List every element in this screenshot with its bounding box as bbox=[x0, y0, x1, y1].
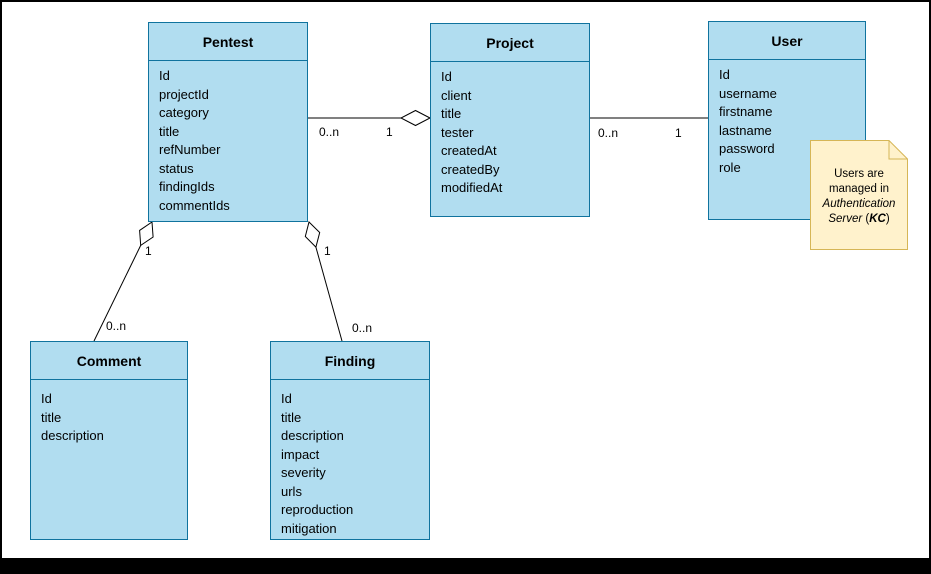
field-row: commentIds bbox=[159, 197, 230, 213]
multiplicity-pentest-project-target: 1 bbox=[386, 125, 393, 139]
multiplicity-project-user-source: 0..n bbox=[598, 126, 619, 140]
field-row: description bbox=[281, 428, 344, 443]
aggregation-diamond-comment-icon bbox=[139, 221, 154, 247]
entity-project: Project Id client title tester createdAt crea… bbox=[430, 23, 590, 217]
field-row: username bbox=[719, 85, 777, 101]
note-line: Authentication bbox=[822, 198, 896, 210]
field-row: Id bbox=[441, 69, 452, 84]
entity-user-title: User bbox=[709, 22, 865, 60]
note-shape-icon bbox=[810, 140, 908, 250]
field-row: Id bbox=[159, 68, 170, 83]
field-row: description bbox=[41, 428, 104, 443]
field-row: client bbox=[441, 87, 472, 103]
entity-finding-fields: Id title description impact severity urls repr… bbox=[271, 380, 429, 538]
field-row: title bbox=[281, 409, 302, 425]
field-row: urls bbox=[281, 483, 302, 499]
entity-user-fields: Id username firstname lastname password role bbox=[709, 60, 865, 177]
field-row: title bbox=[41, 409, 62, 425]
note-line: Users are bbox=[834, 168, 884, 180]
field-row: reproduction bbox=[281, 502, 354, 517]
entity-project-title: Project bbox=[431, 24, 589, 62]
field-row: password bbox=[719, 141, 775, 156]
field-row: Id bbox=[281, 391, 292, 406]
entity-finding: Finding Id title description impact severity… bbox=[270, 341, 430, 540]
field-row: findingIds bbox=[159, 179, 215, 194]
note-users-managed: Users are managed in Authentication Serv… bbox=[810, 140, 908, 250]
multiplicity-pentest-finding-child: 0..n bbox=[352, 321, 373, 335]
edge-pentest-finding bbox=[315, 246, 343, 342]
entity-pentest: Pentest Id projectId category title refNumbe… bbox=[148, 22, 308, 222]
field-row: Id bbox=[41, 391, 52, 406]
field-row: createdBy bbox=[441, 161, 500, 177]
note-line: Server (KC) bbox=[828, 213, 890, 225]
field-row: refNumber bbox=[159, 142, 221, 157]
aggregation-diamond-project-icon bbox=[399, 109, 432, 127]
entity-comment: Comment Id title description bbox=[30, 341, 188, 540]
field-row: tester bbox=[441, 124, 474, 140]
entity-pentest-title: Pentest bbox=[149, 23, 307, 61]
field-row: createdAt bbox=[441, 143, 497, 158]
edge-pentest-comment bbox=[93, 245, 142, 342]
field-row: role bbox=[719, 159, 741, 175]
field-row: category bbox=[159, 105, 209, 120]
multiplicity-pentest-comment-child: 0..n bbox=[106, 319, 127, 333]
note-line: managed in bbox=[828, 183, 890, 195]
field-row: mitigation bbox=[281, 520, 337, 536]
multiplicity-pentest-project-source: 0..n bbox=[319, 125, 340, 139]
field-row: title bbox=[159, 123, 180, 139]
entity-pentest-fields: Id projectId category title refNumber status f… bbox=[149, 61, 307, 215]
multiplicity-pentest-comment-parent: 1 bbox=[145, 244, 152, 258]
field-row: Id bbox=[719, 67, 730, 82]
entity-comment-fields: Id title description bbox=[31, 380, 187, 446]
multiplicity-pentest-finding-parent: 1 bbox=[324, 244, 331, 258]
field-row: status bbox=[159, 160, 194, 176]
field-row: severity bbox=[281, 465, 326, 480]
field-row: projectId bbox=[159, 86, 209, 102]
entity-comment-title: Comment bbox=[31, 342, 187, 380]
multiplicity-project-user-target: 1 bbox=[675, 126, 682, 140]
field-row: firstname bbox=[719, 104, 773, 119]
entity-finding-title: Finding bbox=[271, 342, 429, 380]
field-row: impact bbox=[281, 446, 320, 462]
field-row: title bbox=[441, 106, 462, 121]
aggregation-diamond-finding-icon bbox=[304, 221, 321, 249]
note-text: Users are managed in Authentication Serv… bbox=[810, 140, 908, 227]
field-row: modifiedAt bbox=[441, 180, 503, 195]
entity-project-fields: Id client title tester createdAt createdBy mod… bbox=[431, 62, 589, 198]
field-row: lastname bbox=[719, 122, 772, 138]
